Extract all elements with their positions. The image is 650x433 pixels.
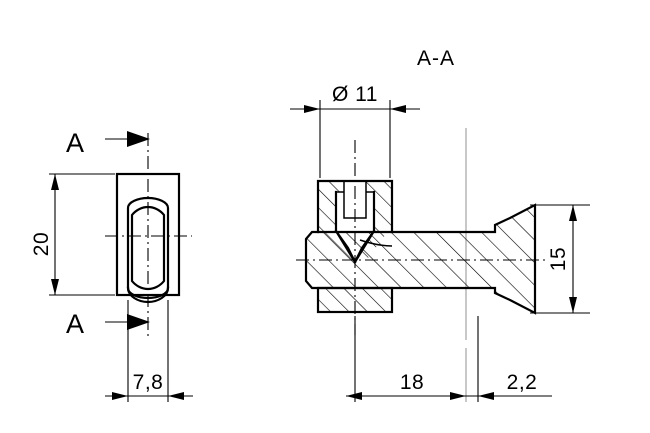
section-hex-socket-bore: [343, 181, 367, 219]
section-cone-right-edge: [353, 229, 376, 264]
section-view: [296, 128, 548, 402]
dim15-arrow-top: [569, 205, 577, 221]
front-view: [105, 133, 192, 340]
dim78-arrow-right: [168, 392, 184, 400]
dimension-height-20: 20: [30, 173, 115, 296]
dimension-length-2-2: 2,2: [470, 316, 552, 402]
section-upper-boss-rect: [316, 179, 394, 234]
dim18-arrow-right: [450, 392, 466, 400]
dim20-arrow-bottom: [51, 279, 59, 295]
section-marker-top: A: [66, 128, 150, 158]
dim15-arrow-bottom: [569, 297, 577, 313]
dim18-text: 18: [400, 371, 424, 394]
dim20-arrow-top: [51, 174, 59, 190]
dim78-text: 7,8: [133, 371, 164, 394]
front-view-circle-outline: [130, 205, 166, 291]
dim78-arrow-left: [112, 392, 128, 400]
dim11-arrow-left: [304, 105, 320, 113]
dim18-arrow-left: [346, 392, 362, 400]
dim22-arrow-left: [478, 392, 494, 400]
section-cone-fillet: [359, 239, 393, 247]
front-view-body-rect: [115, 172, 181, 297]
section-label-a-bottom: A: [66, 309, 84, 339]
front-view-bottom-arc: [126, 286, 170, 304]
section-cone-left-edge: [334, 229, 357, 264]
section-arrowhead-bottom: [127, 314, 150, 330]
section-lower-boss-outline: [316, 286, 394, 314]
dimension-diameter-11: Ø 11: [290, 83, 420, 178]
section-arrowhead-top: [127, 131, 150, 147]
dimension-length-18: 18: [346, 316, 475, 402]
dim11-text: Ø 11: [332, 83, 378, 106]
dim20-text: 20: [30, 232, 53, 256]
section-lower-boss: [316, 286, 394, 314]
dimension-height-15: 15: [530, 204, 590, 314]
dimension-width-7-8: 7,8: [105, 300, 193, 402]
section-label-a-top: A: [66, 128, 84, 158]
section-marker-bottom: A: [66, 309, 150, 339]
dim11-arrow-right: [390, 105, 406, 113]
dim15-text: 15: [547, 247, 570, 271]
section-upper-boss: [316, 179, 394, 265]
section-view-title: A-A: [417, 47, 455, 70]
dim22-text: 2,2: [507, 371, 538, 394]
